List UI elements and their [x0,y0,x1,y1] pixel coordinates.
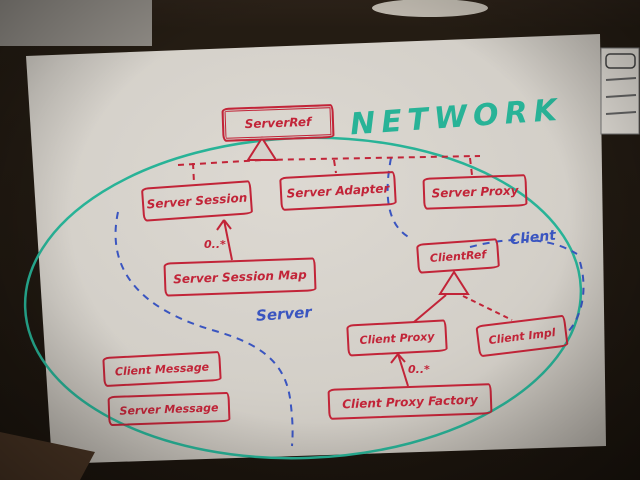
client-region-boundary-left [386,157,411,239]
inheritance-triangle-clientref [438,270,470,295]
node-server-proxy: Server Proxy [422,174,528,210]
table-corner [0,432,95,480]
multiplicity-session-map: 0..* [204,238,226,251]
node-client-proxy-factory: Client Proxy Factory [327,383,493,420]
background-light-streak [372,0,488,17]
proxyfactory-association-arrow [390,353,409,387]
clientimpl-inheritance-line [462,295,513,321]
network-oval [23,136,583,460]
clientproxy-inheritance-line [413,294,447,323]
sessionmap-association-arrow [216,219,233,261]
inheritance-triangle-serverref [246,136,278,161]
background-wall-patch [0,0,152,46]
client-region-boundary-top [469,238,578,255]
node-client-proxy: Client Proxy [346,319,448,357]
whiteboard-surface [26,34,606,464]
corner-card [600,47,640,135]
multiplicity-proxy-factory: 0..* [408,363,430,376]
server-region-boundary [114,211,294,447]
node-server-message: Server Message [107,391,231,427]
region-boundaries [114,157,585,447]
client-region-boundary-right [565,261,585,335]
node-client-ref: ClientRef [416,238,500,274]
node-server-adapter: Server Adapter [279,170,397,212]
server-inheritance-connector [177,155,481,184]
node-server-ref: ServerRef [221,104,335,142]
node-client-message: Client Message [102,350,222,388]
node-server-session-map: Server Session Map [163,257,317,297]
